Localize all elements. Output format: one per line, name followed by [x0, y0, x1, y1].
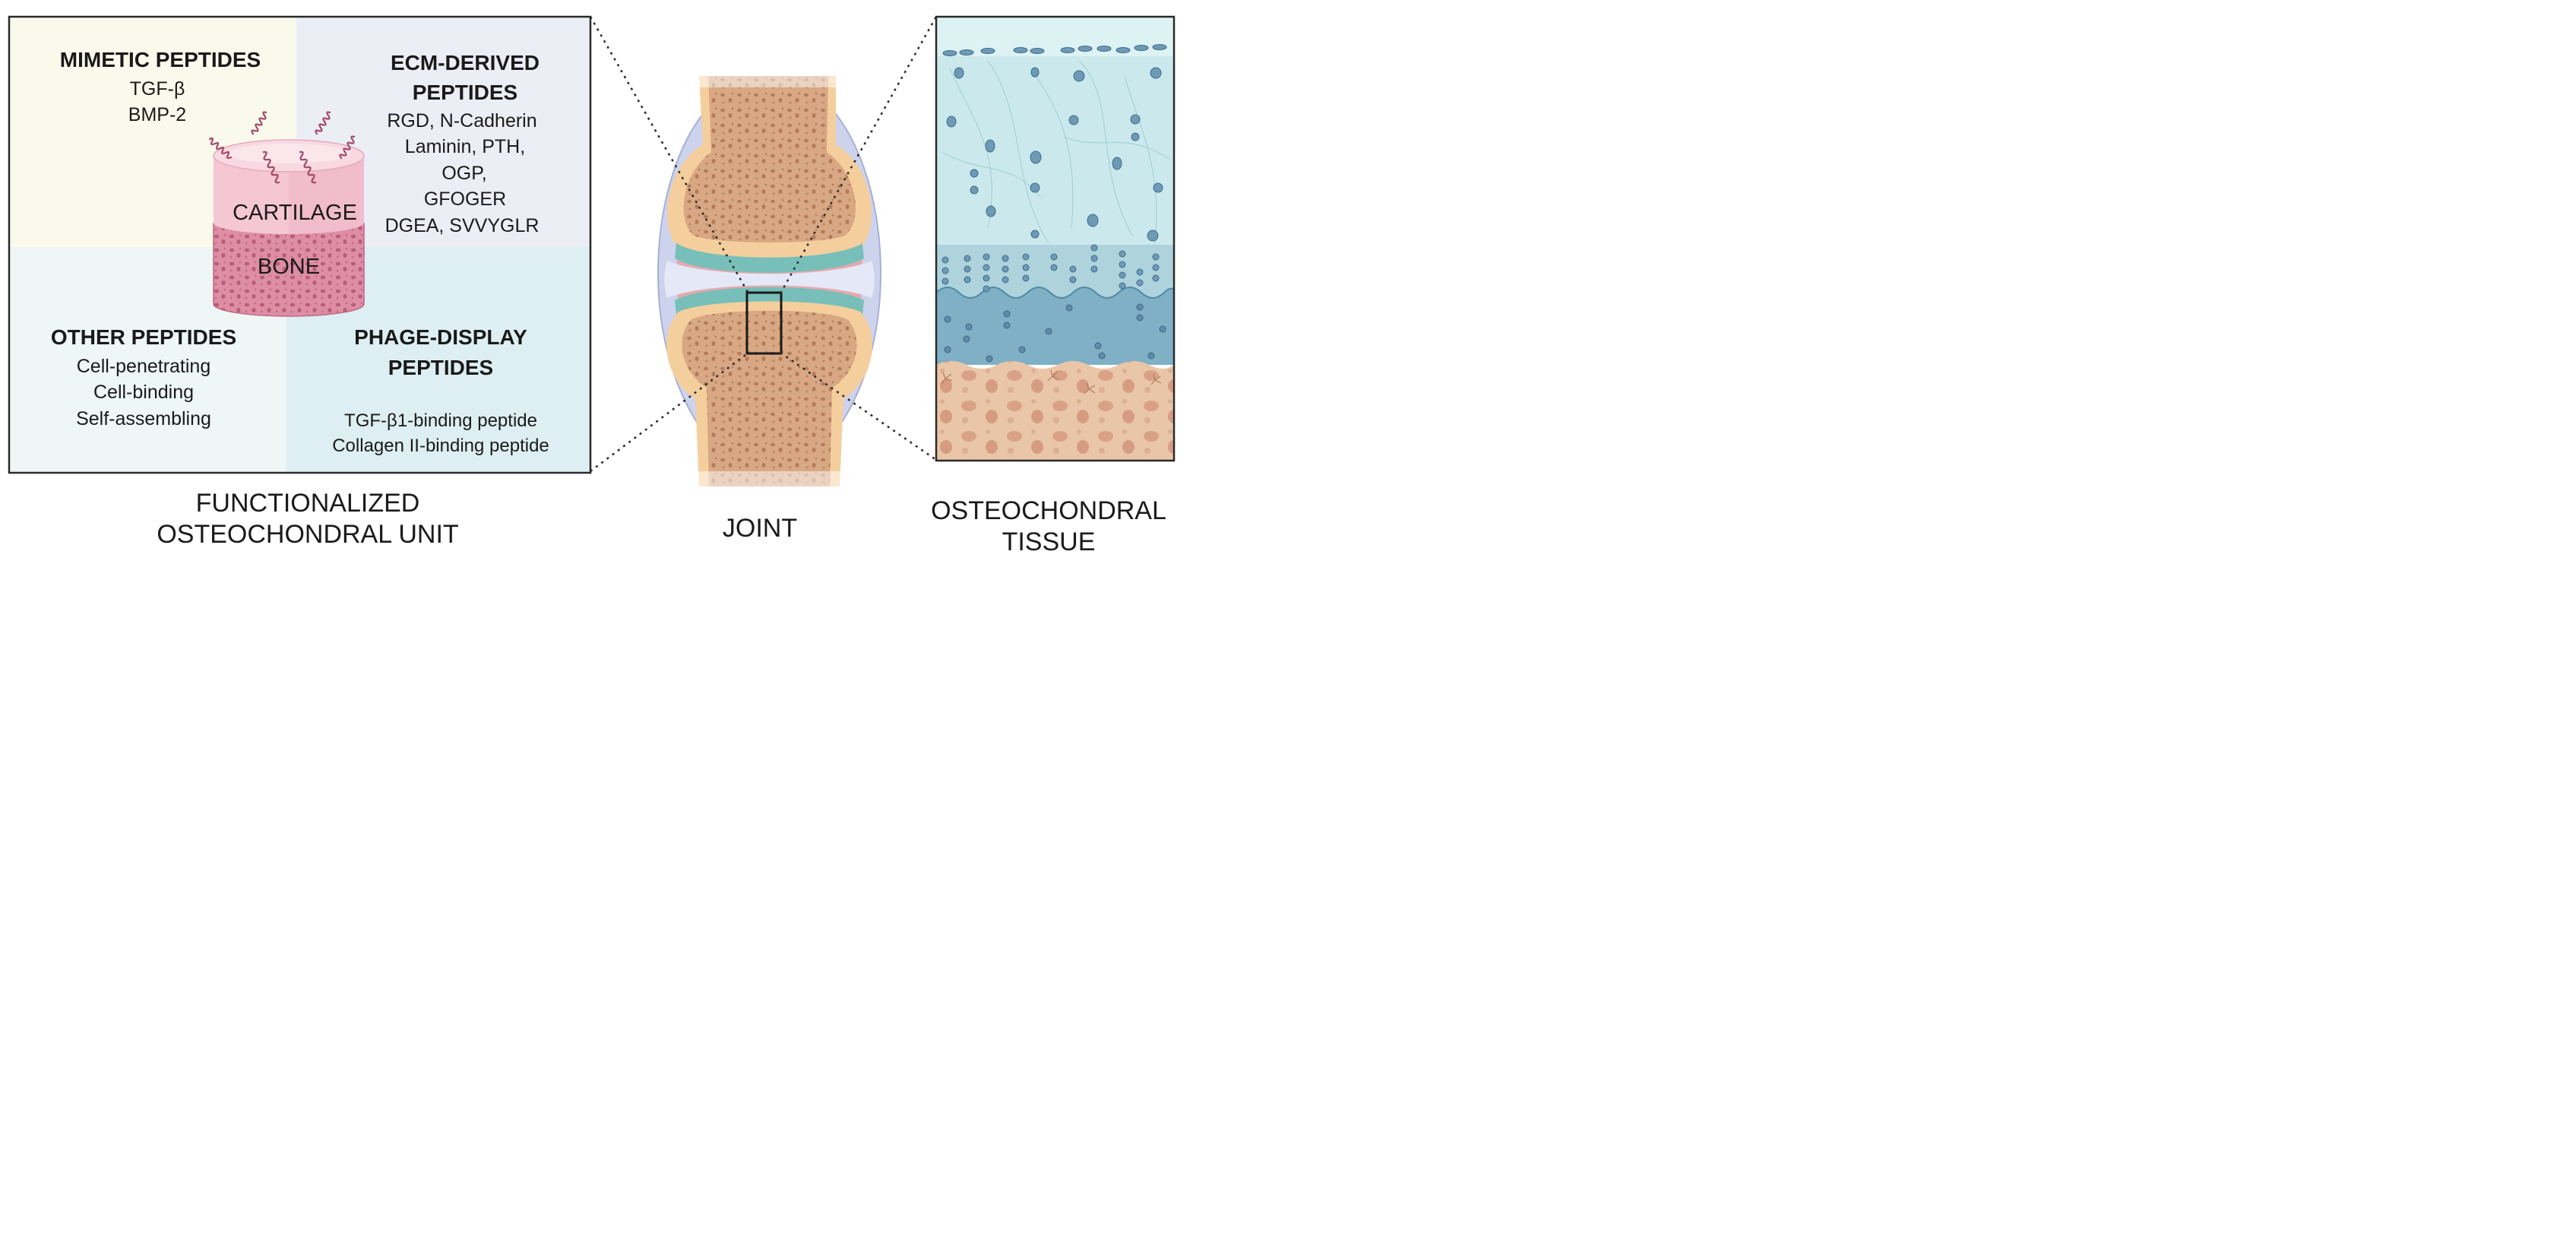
caption-joint: JOINT: [722, 514, 798, 543]
caption-line: OSTEOCHONDRAL UNIT: [157, 520, 459, 549]
mimetic-item: BMP-2: [128, 104, 186, 125]
ecm-item: OGP,: [441, 163, 486, 184]
ecm-title-line: ECM-DERIVED: [391, 51, 540, 74]
phage-title-line: PHAGE-DISPLAY: [354, 325, 527, 349]
ecm-item: GFOGER: [424, 189, 506, 210]
tissue-section-icon: [935, 15, 1176, 462]
cylinder-scaffold-icon: [213, 139, 365, 317]
ecm-item: DGEA, SVVYGLR: [385, 215, 540, 236]
panel-border: [8, 15, 592, 474]
joint-icon: [657, 72, 881, 490]
peptide-chain-icon: [208, 111, 356, 184]
phage-item: TGF-β1-binding peptide: [344, 410, 537, 431]
cartilage-label: CARTILAGE: [233, 201, 357, 225]
zoom-lines: [589, 16, 938, 472]
other-item: Self-assembling: [76, 408, 211, 429]
mimetic-title: MIMETIC PEPTIDES: [60, 48, 261, 71]
other-title: OTHER PEPTIDES: [51, 325, 236, 349]
phage-title-line: PEPTIDES: [388, 356, 493, 379]
phage-item: Collagen II-binding peptide: [332, 436, 549, 456]
tissue-border: [935, 15, 1176, 462]
caption-osteochondral-unit: FUNCTIONALIZED OSTEOCHONDRAL UNIT: [106, 488, 509, 550]
bone-label: BONE: [258, 255, 320, 279]
caption-osteochondral-tissue: OSTEOCHONDRAL TISSUE: [912, 496, 1185, 558]
mimetic-item: TGF-β: [130, 78, 185, 100]
ecm-item: RGD, N-Cadherin: [387, 110, 536, 131]
ecm-item: Laminin, PTH,: [405, 136, 525, 157]
caption-line: OSTEOCHONDRAL: [931, 496, 1166, 525]
ecm-title-line: PEPTIDES: [413, 81, 517, 104]
other-item: Cell-penetrating: [77, 356, 211, 377]
osteochondral-diagram: CARTILAGE BONE MIMETIC PEPTIDES TGF-β BM…: [8, 15, 1176, 490]
other-item: Cell-binding: [93, 382, 194, 403]
caption-line: TISSUE: [1002, 528, 1096, 556]
caption-line: FUNCTIONALIZED: [195, 489, 420, 518]
peptide-panel: [8, 15, 592, 474]
joint-zoom-box: [745, 291, 783, 355]
